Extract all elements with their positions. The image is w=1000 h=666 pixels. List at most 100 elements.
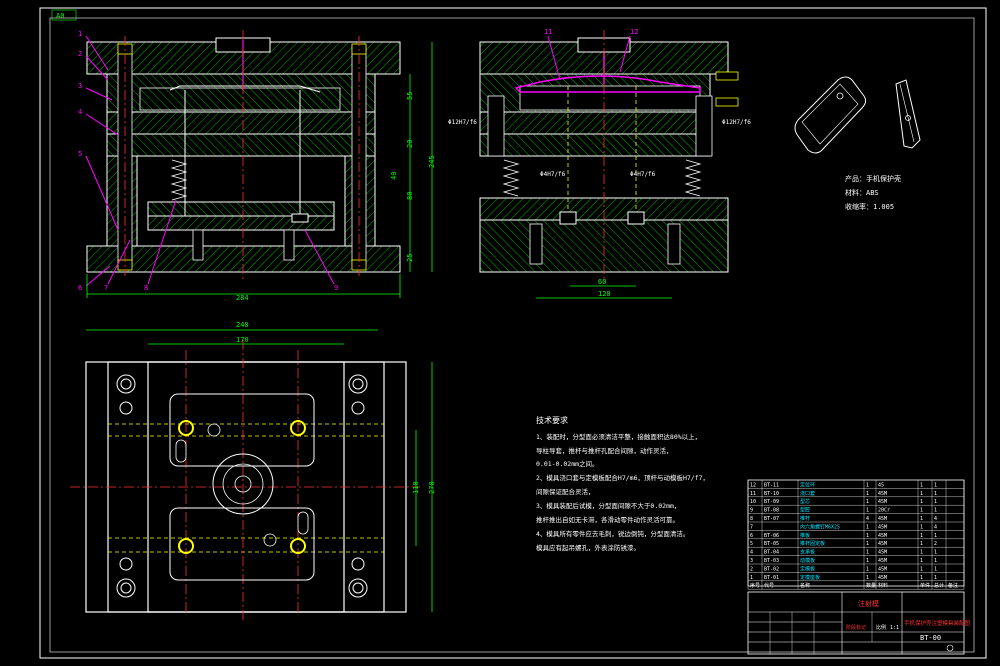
leader-7	[107, 239, 131, 285]
ejector-plate	[147, 215, 335, 231]
sec-dim-outer: 120	[598, 290, 611, 298]
bom-cell: 4	[866, 516, 869, 522]
bom-cell: 4	[750, 550, 753, 556]
top-view: 240 170 270 110	[70, 321, 436, 620]
sec-label-12: 12	[630, 28, 638, 36]
bom-cell: BT-08	[764, 508, 779, 514]
bom-cell: 1	[866, 566, 869, 572]
bom-cell: 1	[866, 575, 869, 581]
bom-cell: 1	[866, 558, 869, 564]
bom-cell: BT-06	[764, 533, 779, 539]
bom-cell: 1	[934, 533, 937, 539]
bom-cell: BT-04	[764, 550, 779, 556]
sec-part-profile	[514, 75, 701, 93]
sec-dim-inner: 60	[598, 278, 606, 286]
bom-header-cell: 备注	[948, 582, 958, 589]
bom-cell: 浇口套	[800, 490, 815, 497]
sec-support	[479, 133, 711, 157]
bom-cell: 45	[878, 482, 884, 488]
bom-cell: 定位环	[800, 481, 815, 488]
bom-cell: 1	[750, 575, 753, 581]
fit-left: Φ12H7/f6	[448, 119, 477, 126]
bom-cell: 8	[750, 516, 753, 522]
cavity-insert	[139, 87, 341, 111]
svg-text:0.01-0.02mm之间。: 0.01-0.02mm之间。	[536, 459, 599, 468]
bom-cell: BT-07	[764, 516, 779, 522]
return-spring	[170, 159, 188, 201]
bom-cell: 12	[750, 482, 756, 488]
bottom-clamp-plate	[86, 245, 401, 273]
tb-stage: 阶段标记	[846, 624, 866, 631]
stop-pin-2	[283, 229, 295, 261]
part-no-3: 3	[78, 82, 82, 90]
bom-cell: 45M	[878, 541, 887, 547]
tb-scale: 1:1	[890, 625, 899, 631]
fit-right: Φ12H7/f6	[722, 119, 751, 126]
svg-text:1、装配时，分型面必须清洁平整，接触面积达80%以上，: 1、装配时，分型面必须清洁平整，接触面积达80%以上，	[536, 432, 701, 441]
top-dim-inner-width: 170	[236, 336, 249, 344]
bom-cell: 45M	[878, 516, 887, 522]
sec-spring-left	[502, 159, 520, 197]
product-material: 材料：ABS	[845, 188, 879, 197]
bom-header-cell: 总计	[934, 582, 944, 589]
svg-text:20: 20	[406, 140, 414, 148]
bom-header-cell: 代号	[764, 582, 774, 589]
stop-pin-1	[192, 229, 204, 261]
bom-cell: 7	[750, 524, 753, 530]
size-tag: A0	[56, 12, 64, 20]
sec-guide-right	[695, 95, 713, 157]
bom-cell: 1	[920, 508, 923, 514]
bom-cell: 1	[920, 541, 923, 547]
b-plate	[106, 111, 376, 135]
leader-3	[85, 87, 113, 101]
bom-cell: 4	[934, 516, 937, 522]
bom-cell: 45M	[878, 575, 887, 581]
svg-text:25: 25	[406, 254, 414, 262]
sec-b-plate	[479, 111, 711, 135]
bom-cell: 型芯	[800, 498, 810, 505]
bom-cell: BT-10	[764, 491, 779, 497]
tech-requirements: 技术要求 1、装配时，分型面必须清洁平整，接触面积达80%以上， 导柱导套，推杆…	[536, 415, 709, 552]
bom-cell: 1	[866, 508, 869, 514]
bom-cell: BT-03	[764, 558, 779, 564]
bom-cell: 1	[934, 550, 937, 556]
bom-cell: 1	[920, 533, 923, 539]
bom-cell: 1	[934, 508, 937, 514]
product-side	[895, 79, 921, 149]
bom-cell: 1	[934, 558, 937, 564]
leader-6	[85, 265, 111, 287]
part-no-4: 4	[78, 108, 82, 116]
ejector-marks	[178, 420, 306, 554]
part-no-7: 7	[104, 284, 108, 292]
bom-cell: 45M	[878, 566, 887, 572]
bom-header-cell: 序号	[750, 582, 760, 589]
bom-cell: BT-11	[764, 482, 779, 488]
product-iso	[794, 76, 867, 154]
bom-cell: 1	[866, 482, 869, 488]
bom-cell: 1	[920, 491, 923, 497]
bom-cell: 定模板	[800, 565, 815, 572]
part-no-1: 1	[78, 30, 82, 38]
fit-pin-left: Φ4H7/f6	[540, 171, 566, 178]
tech-title: 技术要求	[536, 415, 568, 425]
bom-cell: 45M	[878, 499, 887, 505]
leader-2	[85, 55, 109, 81]
locating-ring	[212, 453, 274, 515]
product-views: 产品：手机保护壳 材料：ABS 收缩率：1.005	[794, 76, 921, 211]
bom-cell: 45M	[878, 524, 887, 530]
svg-text:80: 80	[406, 192, 414, 200]
bom-cell: 推杆	[800, 515, 810, 522]
bom-cell: 1	[920, 499, 923, 505]
bom-cell: 1	[866, 491, 869, 497]
bom-cell: 内六角螺钉M6X25	[800, 523, 840, 530]
svg-text:55: 55	[406, 92, 414, 100]
svg-text:2、模具浇口套与定模板配合H7/m6，顶杆与动模板H7/f7: 2、模具浇口套与定模板配合H7/m6，顶杆与动模板H7/f7，	[536, 473, 709, 482]
part-no-6: 6	[78, 284, 82, 292]
bom-cell: 推杆固定板	[800, 540, 825, 547]
bom-cell: 1	[934, 566, 937, 572]
bom-cell: 支承板	[800, 549, 815, 556]
ejector-pin-head	[291, 213, 309, 223]
svg-text:3、模具装配后试模，分型面间隙不大于0.02mm，: 3、模具装配后试模，分型面间隙不大于0.02mm，	[536, 501, 680, 510]
size-tag-box	[51, 9, 77, 21]
